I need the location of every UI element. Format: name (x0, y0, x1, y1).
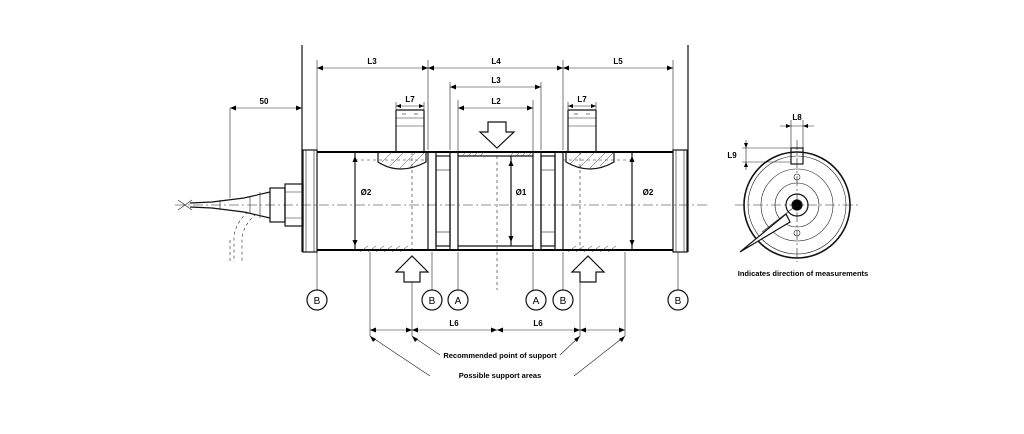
support-arrow-left-icon (394, 255, 430, 283)
cable-gland (177, 183, 304, 262)
svg-text:B: B (560, 296, 567, 307)
label-possible-support: Possible support areas (459, 371, 542, 380)
dim-l9: L9 (727, 151, 737, 160)
svg-text:A: A (533, 296, 540, 307)
dim-l2: L2 (491, 97, 501, 106)
end-view: L8 L9 Indicates direction of measurement… (727, 113, 868, 278)
support-arrow-right-icon (570, 255, 606, 283)
svg-text:B: B (429, 296, 436, 307)
dim-dia1: Ø1 (516, 188, 527, 197)
gauge-pocket-right (565, 109, 617, 253)
marker-b-2: B (421, 289, 443, 311)
dim-50: 50 (260, 97, 269, 106)
marker-a-1: A (447, 289, 469, 311)
svg-text:A: A (455, 296, 462, 307)
dim-l8: L8 (792, 113, 802, 122)
marker-a-2: A (525, 289, 547, 311)
dim-l3-mid: L3 (491, 76, 501, 85)
dim-l7-right: L7 (577, 95, 587, 104)
gauge-pocket-left (359, 109, 427, 253)
dim-dia2-right: Ø2 (643, 188, 654, 197)
dim-l5: L5 (613, 57, 623, 66)
marker-b-4: B (667, 289, 689, 311)
dim-l6-right: L6 (533, 319, 543, 328)
marker-b-1: B (306, 289, 328, 311)
dim-l4: L4 (491, 57, 501, 66)
dim-l7-left: L7 (405, 95, 415, 104)
marker-b-3: B (552, 289, 574, 311)
dim-l6-left: L6 (449, 319, 459, 328)
svg-text:B: B (675, 296, 682, 307)
side-view: 50 L3 L4 L5 L3 L2 L7 (175, 45, 710, 380)
center-top-band (461, 151, 533, 157)
dim-l3-left: L3 (367, 57, 377, 66)
load-arrow-icon (478, 121, 516, 149)
svg-text:B: B (314, 296, 321, 307)
cylinder-body (302, 149, 688, 290)
dim-dia2-left: Ø2 (361, 188, 372, 197)
label-direction-of-measurements: Indicates direction of measurements (738, 269, 868, 278)
label-recommended-support: Recommended point of support (443, 351, 557, 360)
